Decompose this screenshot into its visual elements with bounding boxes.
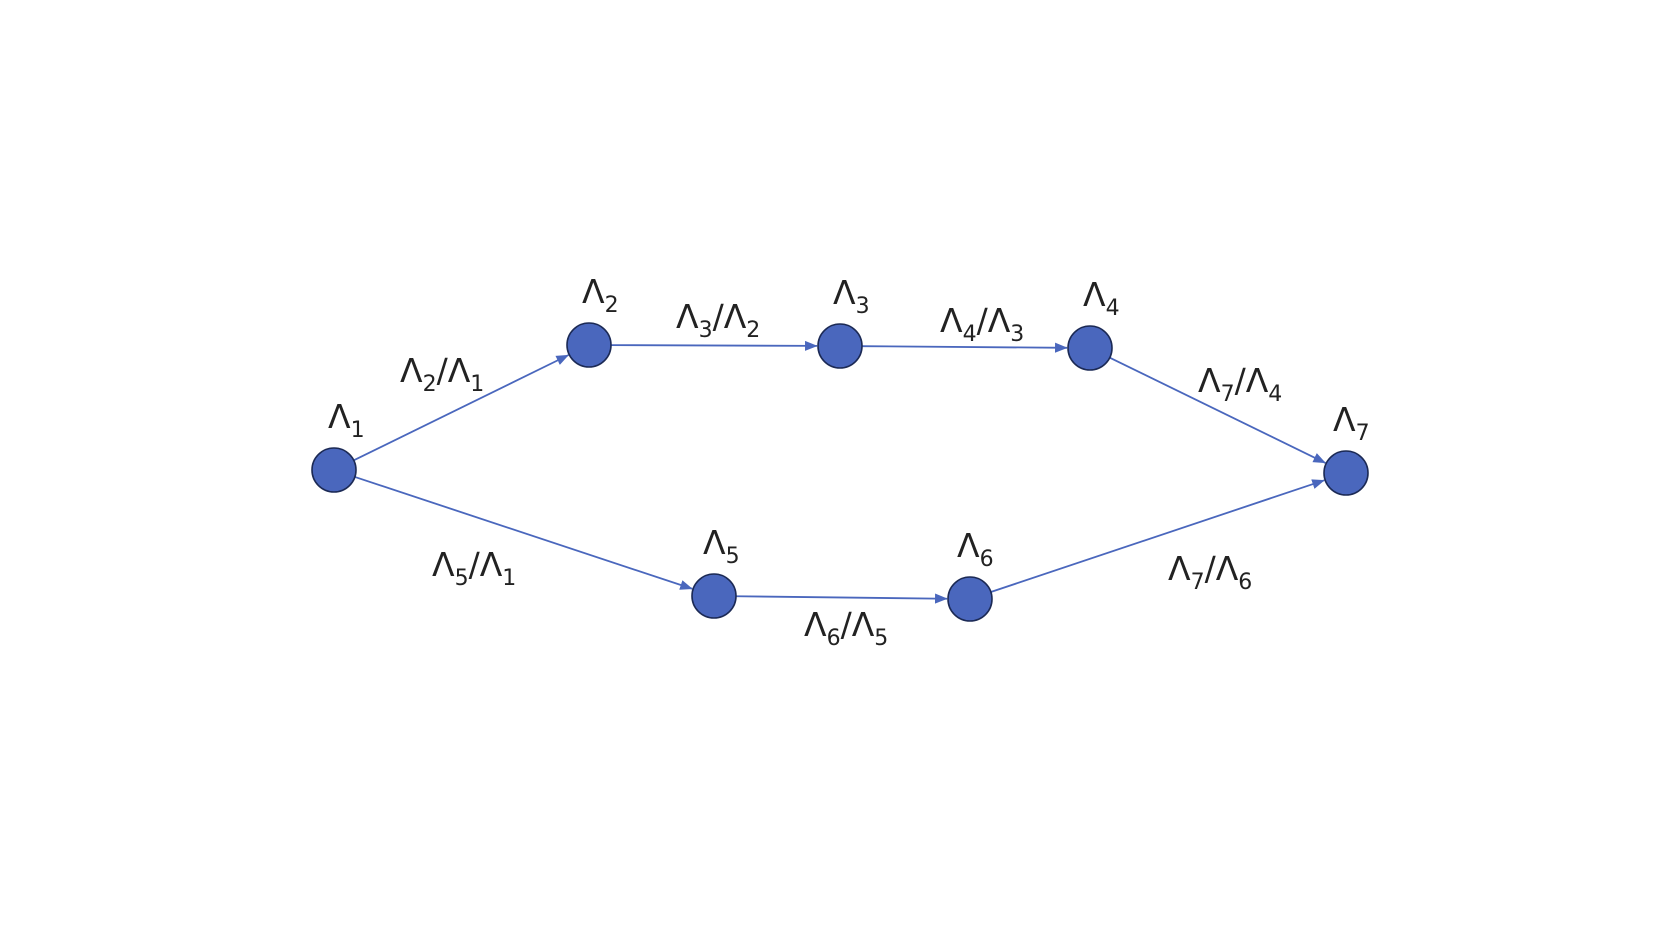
edge-label-n2-n3: Λ3/Λ2 xyxy=(676,297,760,343)
edge-label-n5-n6: Λ6/Λ5 xyxy=(804,605,888,651)
edge-label-n4-n7: Λ7/Λ4 xyxy=(1198,361,1282,407)
node-label-n2: Λ2 xyxy=(582,272,619,318)
edge-label-n6-n7: Λ7/Λ6 xyxy=(1168,549,1252,595)
edge-n1-n5 xyxy=(354,476,693,590)
edge-n1-n2 xyxy=(353,354,569,462)
node-n1 xyxy=(311,447,357,493)
node-n4 xyxy=(1067,325,1113,371)
node-label-n5: Λ5 xyxy=(703,523,740,569)
edge-n2-n3 xyxy=(610,340,818,351)
node-label-n7: Λ7 xyxy=(1333,400,1370,446)
node-label-n3: Λ3 xyxy=(833,273,870,319)
nodes-layer xyxy=(311,322,1369,622)
edge-label-n1-n5: Λ5/Λ1 xyxy=(432,545,516,591)
node-n6 xyxy=(947,576,993,622)
node-n3 xyxy=(817,323,863,369)
edge-label-n1-n2: Λ2/Λ1 xyxy=(400,351,484,397)
edge-n4-n7 xyxy=(1109,356,1326,464)
edge-label-n3-n4: Λ4/Λ3 xyxy=(940,301,1024,347)
node-label-n1: Λ1 xyxy=(328,397,365,443)
node-n7 xyxy=(1323,450,1369,496)
edges-layer xyxy=(353,340,1326,604)
node-label-n4: Λ4 xyxy=(1083,275,1120,321)
edge-n6-n7 xyxy=(990,479,1325,593)
node-n5 xyxy=(691,573,737,619)
edge-n5-n6 xyxy=(735,593,948,604)
node-label-n6: Λ6 xyxy=(957,526,994,572)
edge-n3-n4 xyxy=(861,342,1068,353)
node-n2 xyxy=(566,322,612,368)
